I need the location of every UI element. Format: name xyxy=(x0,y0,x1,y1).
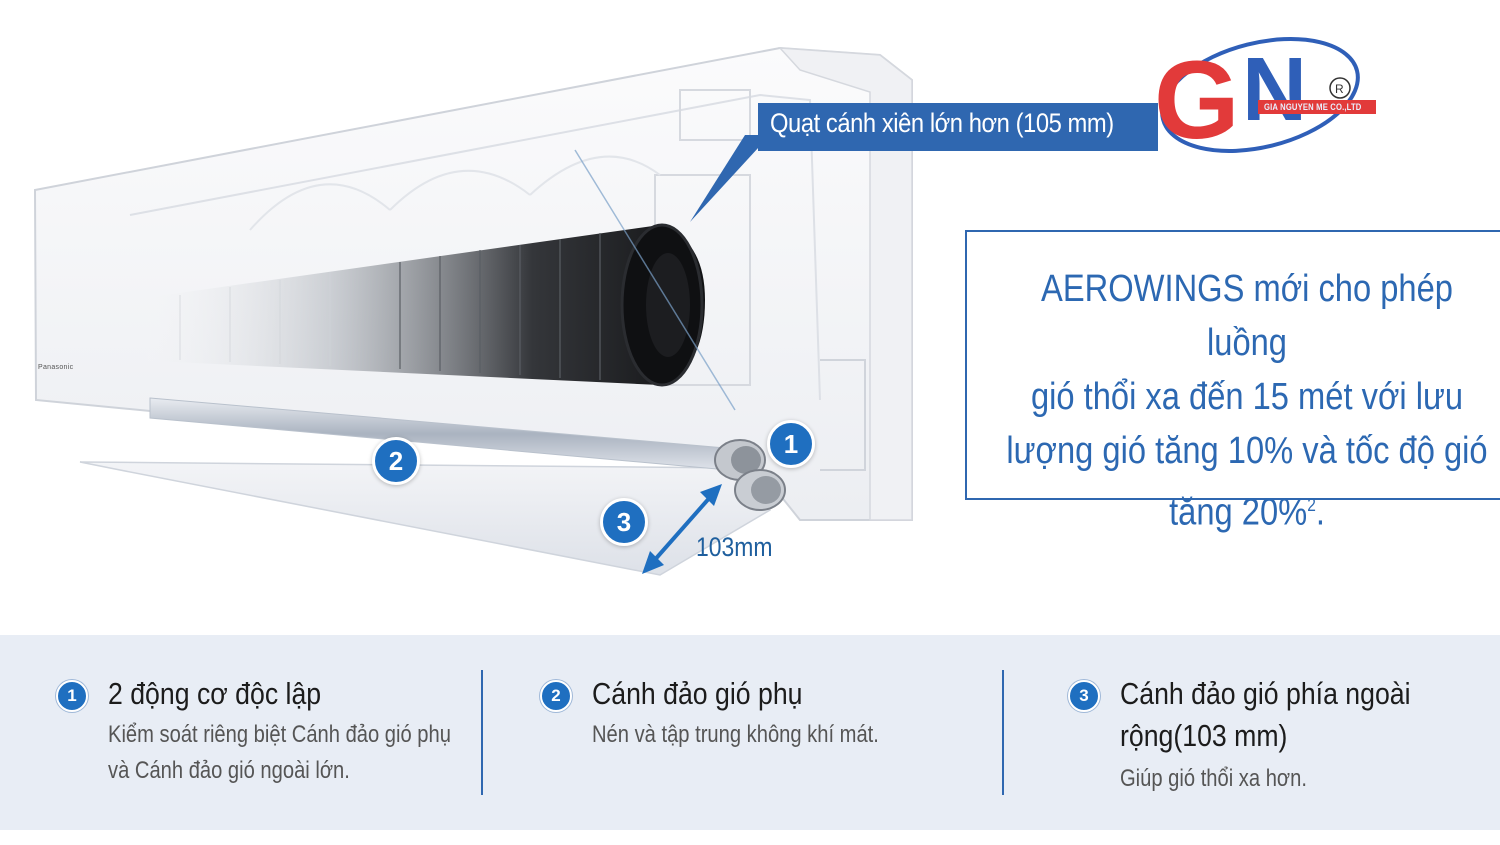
company-logo: G N R xyxy=(1150,20,1390,170)
product-illustration: Panasonic Quạt cánh xiên lớn hơn (105 mm… xyxy=(33,20,1500,576)
marker-3: 3 xyxy=(600,498,648,546)
fan-callout-box xyxy=(758,103,1158,151)
feature-1-badge: 1 xyxy=(56,680,88,712)
feature-3-desc-line-1: Giúp gió thổi xa hơn. xyxy=(1120,765,1307,792)
info-main-text: AEROWINGS mới cho phép luồng gió thổi xa… xyxy=(1006,268,1488,534)
feature-2-badge: 2 xyxy=(540,680,572,712)
info-end: . xyxy=(1315,491,1325,534)
features-panel: 1 2 động cơ độc lập Kiểm soát riêng biệt… xyxy=(0,635,1500,830)
feature-1-title: 2 động cơ độc lập xyxy=(108,676,322,711)
marker-2: 2 xyxy=(372,437,420,485)
brand-mark: Panasonic xyxy=(38,364,74,371)
logo-company-name: GIA NGUYEN ME CO.,LTD xyxy=(1264,102,1362,112)
feature-1-desc-line-1: Kiểm soát riêng biệt Cánh đảo gió phụ xyxy=(108,721,451,748)
fan-callout-label: Quạt cánh xiên lớn hơn (105 mm) xyxy=(770,108,1114,138)
air-conditioner-drawing xyxy=(33,46,1158,576)
feature-3-title-line-1: Cánh đảo gió phía ngoài xyxy=(1120,676,1411,711)
dimension-label: 103mm xyxy=(696,532,773,562)
info-box: AEROWINGS mới cho phép luồng gió thổi xa… xyxy=(965,230,1500,534)
marker-1: 1 xyxy=(767,420,815,468)
info-text: AEROWINGS mới cho phép luồng gió thổi xa… xyxy=(1006,262,1488,540)
feature-2-desc-line-1: Nén và tập trung không khí mát. xyxy=(592,721,879,748)
logo-letter-n: N xyxy=(1242,40,1307,140)
feature-3-badge: 3 xyxy=(1068,680,1100,712)
feature-2-title: Cánh đảo gió phụ xyxy=(592,676,803,711)
logo-letter-g: G xyxy=(1154,39,1240,162)
registered-mark: R xyxy=(1335,82,1344,96)
feature-3-title-line-2: rộng(103 mm) xyxy=(1120,718,1288,753)
divider-2 xyxy=(1002,670,1004,795)
feature-1-desc-line-2: và Cánh đảo gió ngoài lớn. xyxy=(108,757,350,784)
divider-1 xyxy=(481,670,483,795)
info-superscript: 2 xyxy=(1307,495,1316,515)
